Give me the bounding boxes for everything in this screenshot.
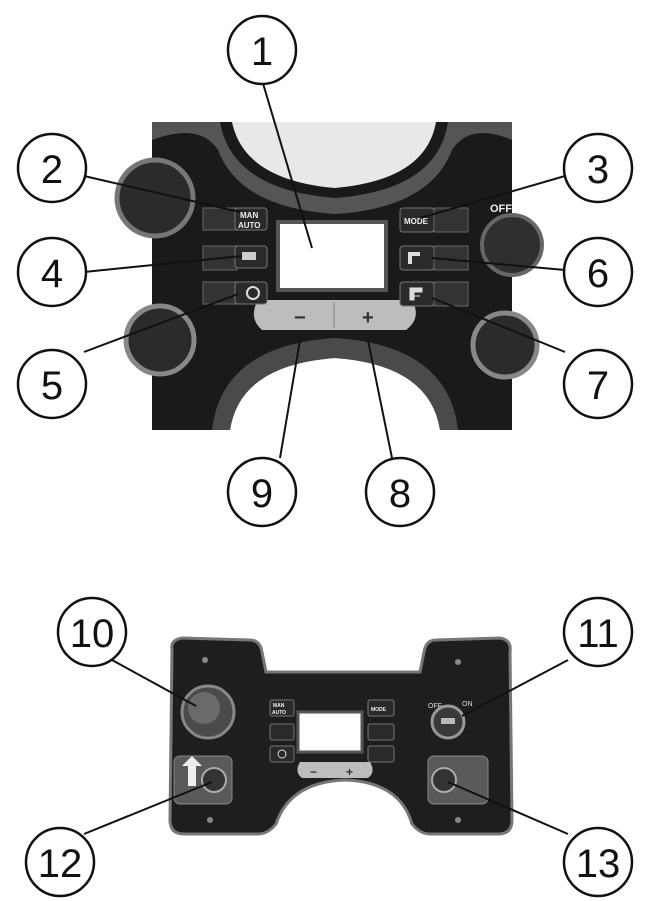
- callout-13-label: 13: [576, 842, 621, 886]
- mini-auto-label: AUTO: [272, 710, 286, 716]
- leader-10: [111, 659, 197, 707]
- man-auto-button[interactable]: [234, 207, 268, 231]
- callout-11-label: 11: [577, 612, 619, 656]
- leader-4: [83, 255, 243, 273]
- screw-top-right: [455, 659, 461, 665]
- flow-icon: [409, 287, 423, 301]
- mini-target-icon: [277, 749, 287, 759]
- leader-13: [447, 781, 569, 835]
- screw-bottom-left: [207, 817, 213, 823]
- emergency-button[interactable]: [431, 767, 457, 793]
- callout-9-label: 9: [251, 472, 273, 516]
- leader-8: [367, 339, 393, 459]
- tool-icon: [242, 252, 256, 260]
- bottom-arch-trim: [212, 338, 458, 430]
- callout-5: [16, 348, 88, 420]
- callout-8: [364, 456, 436, 528]
- callout-3: [562, 132, 634, 204]
- callout-circles: [16, 14, 634, 898]
- callout-2: [16, 132, 88, 204]
- mini-target-button[interactable]: [269, 745, 295, 763]
- callout-11: [562, 596, 634, 668]
- leader-6: [431, 257, 566, 271]
- off-label: OFF: [490, 203, 512, 215]
- mini-step-button[interactable]: [367, 723, 395, 741]
- callout-9: [226, 456, 298, 528]
- lift-arrow-icon: [182, 756, 202, 786]
- leader-11: [461, 659, 569, 717]
- callout-4: [16, 236, 88, 308]
- callout-8-label: 8: [389, 472, 411, 516]
- plus-minus-band: [253, 300, 416, 330]
- minus-label: −: [294, 307, 306, 329]
- mini-flow-button[interactable]: [367, 745, 395, 763]
- mini-plus-minus-band: [297, 762, 373, 778]
- flow-aux-plate: [433, 281, 469, 307]
- target-icon: [246, 286, 260, 300]
- right-keyswitch-partial: [480, 213, 544, 277]
- step-icon: [408, 252, 420, 264]
- leader-7: [431, 297, 566, 353]
- right-button-partial: [470, 310, 540, 380]
- auto-label: AUTO: [238, 221, 261, 230]
- callout-6: [562, 236, 634, 308]
- screw-top-left: [202, 657, 208, 663]
- left-knob-partial: [114, 157, 196, 239]
- callout-5-label: 5: [41, 364, 63, 408]
- leader-2: [83, 175, 241, 213]
- leader-5: [83, 293, 239, 353]
- leader-3: [419, 175, 566, 219]
- callout-labels: 1 2 3 4 6 5 7 9 8 10 11 12 13: [38, 30, 621, 886]
- bottom-panel: OFF ON MAN AUTO MODE − +: [168, 636, 514, 836]
- leader-9: [279, 339, 301, 459]
- callout-7: [562, 348, 634, 420]
- leader-lines: [83, 79, 569, 835]
- mini-tool-button[interactable]: [269, 723, 295, 741]
- callout-4-label: 4: [41, 252, 63, 296]
- mini-plus-label: +: [346, 765, 353, 779]
- callout-10: [56, 596, 128, 668]
- callout-10-label: 10: [70, 612, 115, 656]
- man-label: MAN: [240, 211, 258, 220]
- callout-13: [562, 826, 634, 898]
- callout-6-label: 6: [587, 252, 609, 296]
- mini-mode-button[interactable]: [367, 699, 395, 717]
- key-slot: [441, 718, 455, 724]
- mini-minus-label: −: [310, 765, 317, 779]
- step-button[interactable]: [399, 245, 435, 271]
- display-screen: [276, 220, 388, 292]
- flow-button[interactable]: [399, 281, 435, 307]
- target-button[interactable]: [234, 281, 268, 305]
- top-panel: OFF MAN AUTO MODE − +: [114, 122, 544, 430]
- mini-man-auto-button[interactable]: [269, 699, 295, 717]
- callout-1: [226, 14, 298, 86]
- left-button-partial: [123, 303, 197, 377]
- callout-12-label: 12: [38, 842, 83, 886]
- key-on-label: ON: [462, 701, 473, 708]
- mode-label: MODE: [404, 217, 429, 226]
- callout-12: [24, 826, 96, 898]
- leader-1: [261, 79, 313, 249]
- mini-display: [296, 710, 364, 754]
- top-arch-opening: [232, 122, 436, 188]
- top-arch-trim: [152, 122, 512, 214]
- mini-man-label: MAN: [273, 703, 285, 709]
- callout-3-label: 3: [587, 148, 609, 192]
- callout-1-label: 1: [251, 30, 273, 74]
- screw-bottom-right: [455, 817, 461, 823]
- key-off-label: OFF: [428, 703, 442, 710]
- callout-2-label: 2: [41, 148, 63, 192]
- mini-mode-label: MODE: [371, 707, 387, 713]
- lift-button[interactable]: [201, 767, 227, 793]
- bottom-arch-opening: [230, 358, 440, 430]
- plus-label: +: [362, 307, 374, 329]
- speed-knob-center: [188, 692, 220, 724]
- callout-7-label: 7: [587, 364, 609, 408]
- leader-12: [83, 781, 213, 835]
